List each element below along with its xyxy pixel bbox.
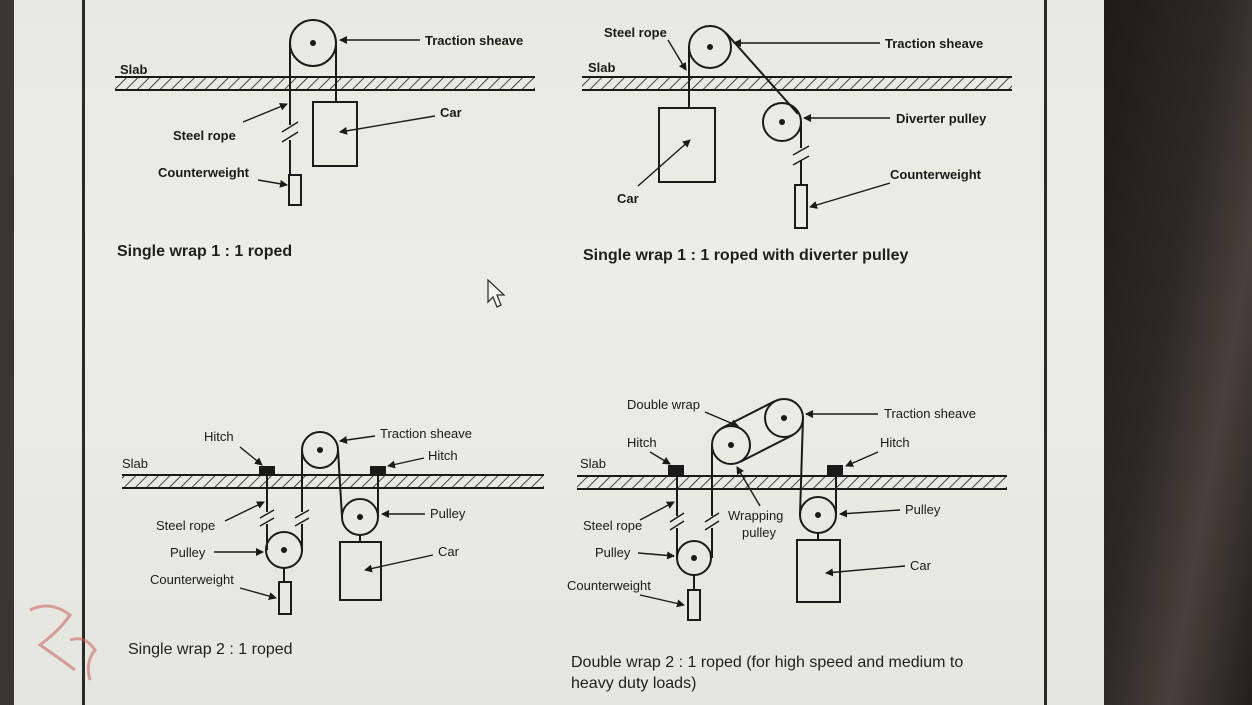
stamp-smudge: [29, 604, 97, 681]
label-traction-sheave: Traction sheave: [884, 406, 976, 421]
hitch-right: [827, 465, 843, 475]
wrapping-pulley: [711, 425, 751, 465]
diagram-single-wrap-1to1: Traction sheave Slab Car Steel rope Coun…: [115, 19, 535, 260]
hitch-left: [668, 465, 684, 475]
label-car: Car: [910, 558, 932, 573]
label-car: Car: [440, 105, 462, 120]
diagram-single-wrap-1to1-diverter: Steel rope Traction sheave Slab Diverter…: [582, 25, 1012, 264]
label-double-wrap: Double wrap: [627, 397, 700, 412]
screen-page: [14, 0, 1104, 705]
counterweight-pulley: [676, 540, 712, 576]
label-slab: Slab: [580, 456, 606, 471]
caption-single-1to1-diverter: Single wrap 1 : 1 roped with diverter pu…: [583, 247, 909, 264]
caption-single-1to1: Single wrap 1 : 1 roped: [117, 243, 292, 260]
label-counterweight: Counterweight: [150, 572, 234, 587]
car-pulley: [799, 496, 837, 534]
slab: [582, 76, 1012, 91]
caption-single-2to1: Single wrap 2 : 1 roped: [128, 641, 293, 658]
label-steel-rope: Steel rope: [156, 518, 215, 533]
label-slab: Slab: [588, 60, 616, 75]
label-traction-sheave: Traction sheave: [885, 36, 983, 51]
label-steel-rope: Steel rope: [173, 128, 236, 143]
slab: [577, 475, 1007, 490]
car-box: [658, 107, 716, 183]
label-counterweight: Counterweight: [890, 167, 982, 182]
rope: [259, 449, 379, 582]
label-steel-rope: Steel rope: [583, 518, 642, 533]
car-box: [796, 539, 841, 603]
label-pulley-left: Pulley: [170, 545, 206, 560]
double-wrap-rope: [721, 400, 794, 463]
caption-double-2to1-line1: Double wrap 2 : 1 roped (for high speed …: [571, 654, 963, 671]
diagram-single-wrap-2to1: Hitch Traction sheave Hitch Slab Steel r…: [122, 426, 544, 658]
label-traction-sheave: Traction sheave: [380, 426, 472, 441]
page-border-left: [82, 0, 85, 705]
car-box: [312, 101, 358, 167]
hitch-right: [370, 466, 386, 475]
label-hitch-right: Hitch: [428, 448, 458, 463]
label-wrapping-pulley-line2: pulley: [742, 525, 776, 540]
traction-sheave: [289, 19, 337, 67]
label-hitch-right: Hitch: [880, 435, 910, 450]
counterweight-pulley: [265, 531, 303, 569]
hitch-left: [259, 466, 275, 475]
counterweight-box: [288, 174, 302, 206]
counterweight-box: [687, 589, 701, 621]
diagram-double-wrap-2to1: Double wrap Traction sheave Hitch Hitch …: [567, 397, 1007, 692]
monitor-bezel-left: [0, 0, 14, 705]
label-steel-rope: Steel rope: [604, 25, 667, 40]
label-slab: Slab: [120, 62, 148, 77]
traction-sheave: [688, 25, 732, 69]
label-traction-sheave: Traction sheave: [425, 33, 523, 48]
label-diverter-pulley: Diverter pulley: [896, 111, 987, 126]
label-counterweight: Counterweight: [567, 578, 651, 593]
traction-sheave: [764, 398, 804, 438]
slab: [122, 474, 544, 489]
slab: [115, 76, 535, 91]
page-border-right: [1044, 0, 1047, 705]
label-pulley-left: Pulley: [595, 545, 631, 560]
caption-double-2to1-line2: heavy duty loads): [571, 675, 696, 692]
counterweight-box: [794, 184, 808, 229]
car-box: [339, 541, 382, 601]
rope: [669, 417, 837, 590]
label-hitch-left: Hitch: [204, 429, 234, 444]
label-car: Car: [617, 191, 639, 206]
rope: [281, 43, 337, 175]
car-pulley: [341, 498, 379, 536]
mouse-pointer-icon: [487, 278, 506, 308]
background-desk: [1100, 0, 1252, 705]
label-counterweight: Counterweight: [158, 165, 250, 180]
label-pulley-right: Pulley: [430, 506, 466, 521]
label-wrapping-pulley-line1: Wrapping: [728, 508, 783, 523]
label-car: Car: [438, 544, 460, 559]
diverter-pulley: [762, 102, 802, 142]
label-hitch-left: Hitch: [627, 435, 657, 450]
label-slab: Slab: [122, 456, 148, 471]
traction-sheave: [301, 431, 339, 469]
counterweight-box: [278, 581, 292, 615]
label-pulley-right: Pulley: [905, 502, 941, 517]
